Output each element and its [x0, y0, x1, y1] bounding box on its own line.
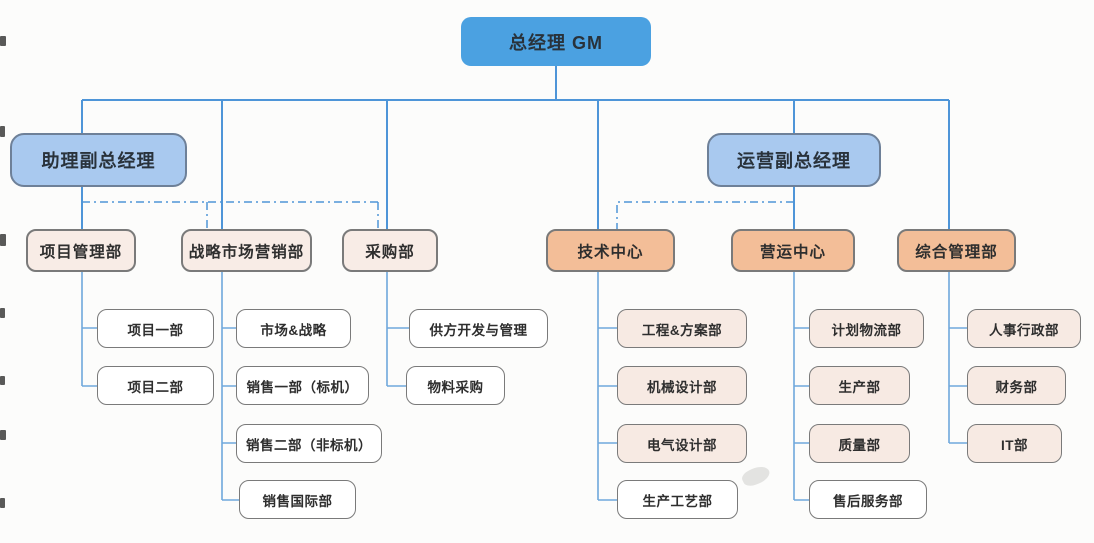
scan-artifact	[0, 376, 5, 385]
scan-artifact	[0, 308, 5, 318]
node-general-manager: 总经理 GM	[461, 17, 651, 66]
node-center-technology: 技术中心	[546, 229, 675, 272]
node-electrical-design: 电气设计部	[617, 424, 747, 463]
node-engineering-solutions: 工程&方案部	[617, 309, 747, 348]
node-dept-strategic-marketing: 战略市场营销部	[181, 229, 312, 272]
node-hr-admin: 人事行政部	[967, 309, 1081, 348]
node-dept-purchasing: 采购部	[342, 229, 438, 272]
node-production-process: 生产工艺部	[617, 480, 738, 519]
dotted-line-connectors	[82, 201, 794, 229]
node-dept-general-management: 综合管理部	[897, 229, 1016, 272]
node-center-operations: 营运中心	[731, 229, 855, 272]
scan-artifact	[0, 126, 5, 137]
node-project-division-2: 项目二部	[97, 366, 214, 405]
node-market-strategy: 市场&战略	[236, 309, 351, 348]
node-sales-international: 销售国际部	[239, 480, 356, 519]
node-dept-project-management: 项目管理部	[26, 229, 136, 272]
scan-artifact	[0, 36, 6, 46]
node-sales-division-2: 销售二部（非标机）	[236, 424, 382, 463]
node-quality: 质量部	[809, 424, 910, 463]
node-after-sales-service: 售后服务部	[809, 480, 927, 519]
node-operations-vp: 运营副总经理	[707, 133, 881, 187]
scan-artifact	[0, 430, 6, 440]
node-planning-logistics: 计划物流部	[809, 309, 924, 348]
node-material-purchasing: 物料采购	[406, 366, 505, 405]
node-supplier-development: 供方开发与管理	[409, 309, 548, 348]
node-it: IT部	[967, 424, 1062, 463]
node-project-division-1: 项目一部	[97, 309, 214, 348]
node-production: 生产部	[809, 366, 910, 405]
scan-artifact	[0, 234, 6, 246]
node-finance: 财务部	[967, 366, 1066, 405]
node-sales-division-1: 销售一部（标机）	[236, 366, 369, 405]
solid-connectors	[81, 66, 950, 229]
node-mechanical-design: 机械设计部	[617, 366, 747, 405]
node-assistant-vp: 助理副总经理	[10, 133, 187, 187]
leaf-connectors	[81, 272, 967, 501]
scan-artifact	[0, 498, 5, 508]
